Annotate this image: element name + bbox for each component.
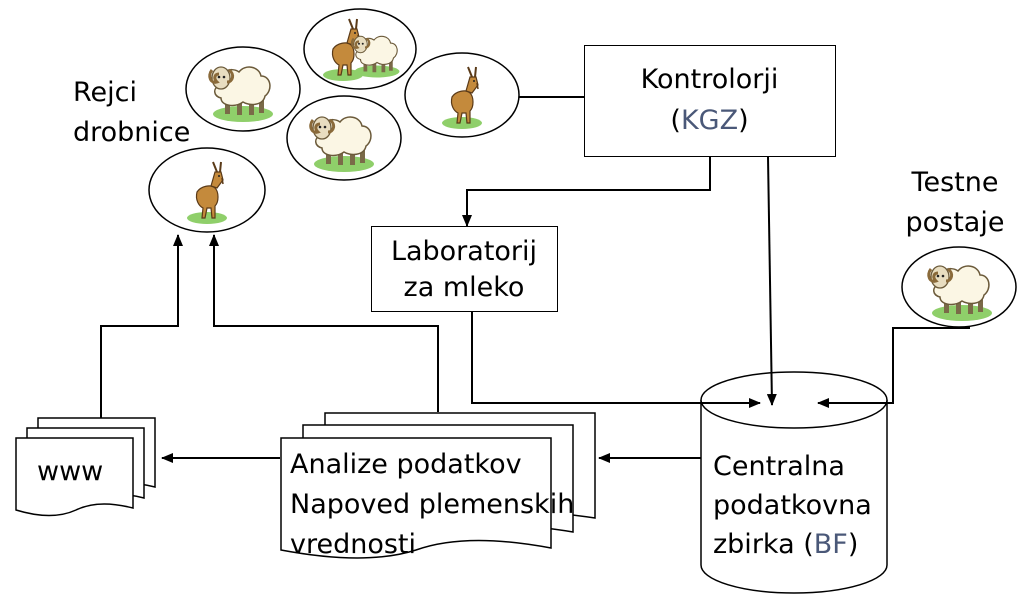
animal-bubble-3 (404, 52, 520, 138)
analyses-label-line2: Napoved plemenskih (290, 489, 575, 520)
animal-bubble-4 (286, 95, 402, 181)
farmers-label-line1: Rejci (73, 77, 138, 108)
animal-bubble-test-station (901, 246, 1017, 328)
animal-bubble-1 (185, 46, 301, 132)
arrow-stations-to-database (817, 327, 970, 408)
controllers-label: Kontrolorji (640, 64, 779, 95)
arrow-analyses-to-farmers (209, 234, 439, 412)
arrow-www-to-farmers (100, 234, 183, 418)
analyses-label-line1: Analize podatkov (290, 449, 522, 480)
www-label: www (37, 456, 104, 487)
database-label-line1: Centralna (713, 451, 845, 482)
arrow-controllers-to-lab (462, 157, 711, 227)
controllers-acronym: KGZ (680, 105, 739, 136)
arrow-controllers-to-database (766, 156, 777, 406)
database-acronym: BF (813, 529, 848, 560)
animal-bubble-2 (303, 8, 417, 90)
database-label-line3: zbirka (BF) (713, 529, 859, 560)
arrow-lab-to-database (471, 312, 761, 408)
database-label-line2: podatkovna (713, 490, 872, 521)
database-cylinder (700, 371, 888, 594)
animal-bubble-5 (148, 147, 266, 233)
lab-box: Laboratorij za mleko (371, 226, 558, 312)
www-document-stack (15, 417, 156, 517)
lab-label-line1: Laboratorij (390, 236, 538, 267)
test-stations-label-line2: postaje (905, 207, 1005, 238)
controllers-box: Kontrolorji (KGZ) (584, 45, 836, 157)
farmers-label-line2: drobnice (73, 117, 191, 148)
test-stations-label-line1: Testne (911, 167, 999, 198)
connectors (100, 92, 970, 463)
analyses-label-line3: vrednosti (290, 529, 417, 560)
analysis-document-stack (280, 412, 596, 559)
lab-label-line2: za mleko (403, 272, 525, 303)
